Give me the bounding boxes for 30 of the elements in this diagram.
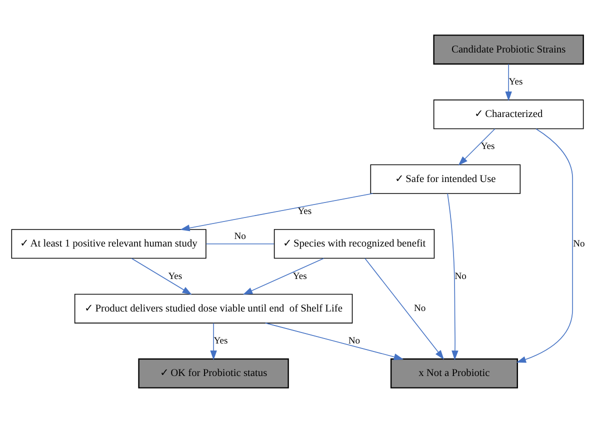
arrow bbox=[265, 322, 404, 360]
node-box: ✓ At least 1 positive relevant human study bbox=[11, 229, 206, 259]
arrow bbox=[458, 128, 496, 166]
arrow bbox=[516, 128, 573, 363]
node-box: ✓ Characterized bbox=[433, 100, 584, 130]
arrow bbox=[242, 258, 324, 295]
node-box: ✓ Product delivers studied dose viable until end of Shelf Life bbox=[74, 294, 353, 324]
edge-label: Yes bbox=[298, 206, 312, 217]
edge-label: Yes bbox=[292, 270, 307, 282]
arrow bbox=[447, 193, 458, 360]
edge-label: Yes bbox=[508, 76, 523, 88]
edge-label: No bbox=[414, 303, 426, 314]
arrow bbox=[131, 258, 192, 295]
edge-label: No bbox=[234, 230, 246, 242]
node-box: ✓ Safe for intended Use bbox=[370, 164, 521, 194]
node-box: ✓ OK for Probiotic status bbox=[138, 358, 289, 388]
edge-label: Yes bbox=[480, 141, 495, 152]
edge-label: No bbox=[348, 336, 360, 347]
edge-label: Yes bbox=[214, 336, 228, 347]
edge-label: No bbox=[454, 270, 466, 282]
node-box: ✓ Species with recognized benefit bbox=[274, 229, 435, 259]
arrow bbox=[505, 64, 512, 102]
edge-label: Yes bbox=[168, 270, 182, 282]
arrow bbox=[210, 322, 217, 360]
node-box: x Not a Probiotic bbox=[390, 358, 518, 388]
connector bbox=[206, 243, 274, 244]
edge-label: No bbox=[573, 238, 585, 250]
arrow bbox=[180, 193, 374, 232]
arrow bbox=[364, 258, 444, 360]
node-box: Candidate Probiotic Strains bbox=[433, 34, 584, 65]
